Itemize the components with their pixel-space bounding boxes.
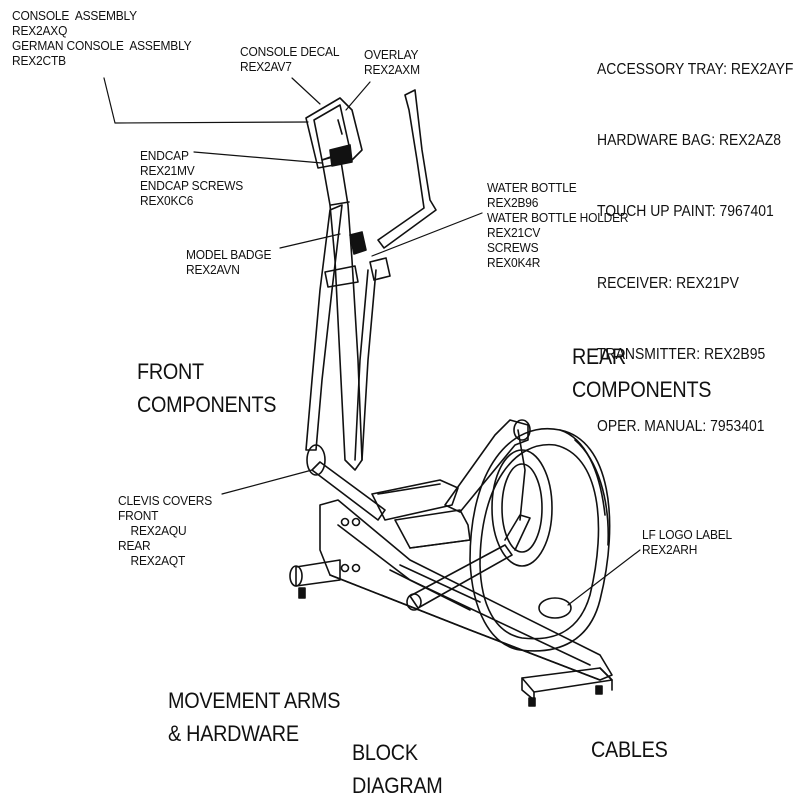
upright-mast xyxy=(321,154,367,471)
callout-lf-logo-label: LF LOGO LABEL REX2ARH xyxy=(642,527,733,557)
section-cables[interactable]: CABLES xyxy=(591,737,668,762)
accessory-item: RECEIVER: REX21PV xyxy=(597,274,739,292)
frame-base xyxy=(319,499,613,681)
rear-stabilizer xyxy=(521,667,613,707)
accessory-item: OPER. MANUAL: 7953401 xyxy=(597,417,765,435)
callout-clevis-covers: CLEVIS COVERS FRONT REX2AQU REAR REX2AQT xyxy=(118,493,212,568)
callout-endcap: ENDCAP REX21MV ENDCAP SCREWS REX0KC6 xyxy=(140,148,244,208)
callout-console-assembly: CONSOLE ASSEMBLY REX2AXQ GERMAN CONSOLE … xyxy=(12,8,192,68)
callout-overlay: OVERLAY REX2AXM xyxy=(364,47,420,77)
accessory-item: TRANSMITTER: REX2B95 xyxy=(597,346,766,364)
accessory-list: ACCESSORY TRAY: REX2AYF HARDWARE BAG: RE… xyxy=(597,10,793,486)
section-rear-components[interactable]: REAR COMPONENTS xyxy=(572,344,712,402)
rear-shroud xyxy=(469,427,611,652)
section-block-diagram[interactable]: BLOCK DIAGRAM xyxy=(352,740,443,798)
accessory-item: TOUCH UP PAINT: 7967401 xyxy=(597,203,774,221)
section-front-components[interactable]: FRONT COMPONENTS xyxy=(137,359,277,417)
front-handle-left xyxy=(305,204,359,476)
rear-handle-right xyxy=(354,89,437,461)
front-stabilizer xyxy=(289,559,341,599)
callout-water-bottle: WATER BOTTLE REX2B96 WATER BOTTLE HOLDER… xyxy=(487,180,629,270)
callout-console-decal: CONSOLE DECAL REX2AV7 xyxy=(240,44,340,74)
callout-model-badge: MODEL BADGE REX2AVN xyxy=(186,247,272,277)
section-movement-arms[interactable]: MOVEMENT ARMS & HARDWARE xyxy=(168,688,341,746)
leader-lines xyxy=(103,77,641,606)
accessory-item: ACCESSORY TRAY: REX2AYF xyxy=(597,60,794,78)
pedal-arms xyxy=(311,419,531,611)
accessory-item: HARDWARE BAG: REX2AZ8 xyxy=(597,131,781,149)
console xyxy=(305,97,363,169)
